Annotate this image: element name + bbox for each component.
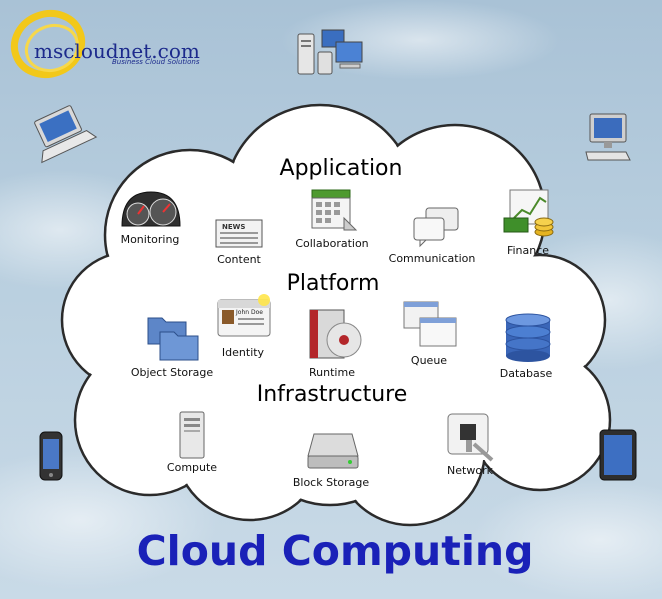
runtime-label: Runtime [309, 366, 355, 379]
monitoring-label: Monitoring [120, 233, 180, 246]
tablet-icon [599, 429, 637, 481]
desktop-computers-icon [297, 29, 363, 75]
finance-label: Finance [506, 244, 550, 257]
monitor-icon [585, 113, 631, 161]
object-storage-label: Object Storage [130, 366, 214, 379]
diagram-title: Cloud Computing [136, 527, 534, 575]
logo-tagline: Business Cloud Solutions [112, 58, 200, 66]
object-storage-icon [147, 317, 199, 361]
platform-heading: Platform [286, 271, 380, 296]
monitoring-icon [121, 191, 181, 227]
collaboration-label: Collaboration [295, 237, 369, 250]
database-icon [505, 313, 551, 362]
identity-icon: John Doe [217, 294, 271, 337]
communication-label: Communication [388, 252, 476, 265]
finance-icon [503, 189, 554, 237]
compute-label: Compute [166, 461, 218, 474]
database-label: Database [499, 367, 553, 380]
block-storage-icon [307, 433, 359, 469]
queue-label: Queue [410, 354, 448, 367]
laptop-icon [34, 105, 98, 164]
content-icon: NEWS [215, 219, 263, 248]
smartphone-icon [39, 431, 63, 481]
identity-card-text: John Doe [235, 309, 263, 316]
queue-icon [403, 301, 457, 347]
logo-ring-icon [10, 10, 86, 78]
compute-icon [179, 411, 205, 459]
infrastructure-heading: Infrastructure [256, 382, 408, 407]
logo-text: mscloudnet.com [34, 39, 200, 63]
communication-icon [413, 207, 459, 248]
application-heading: Application [279, 156, 403, 181]
runtime-icon [309, 309, 362, 359]
content-label: Content [217, 253, 261, 266]
identity-label: Identity [221, 346, 265, 359]
content-icon-text: NEWS [222, 223, 245, 231]
network-icon [447, 413, 494, 462]
collaboration-icon [311, 189, 358, 231]
network-label: Network [447, 464, 493, 477]
block-storage-label: Block Storage [292, 476, 370, 489]
